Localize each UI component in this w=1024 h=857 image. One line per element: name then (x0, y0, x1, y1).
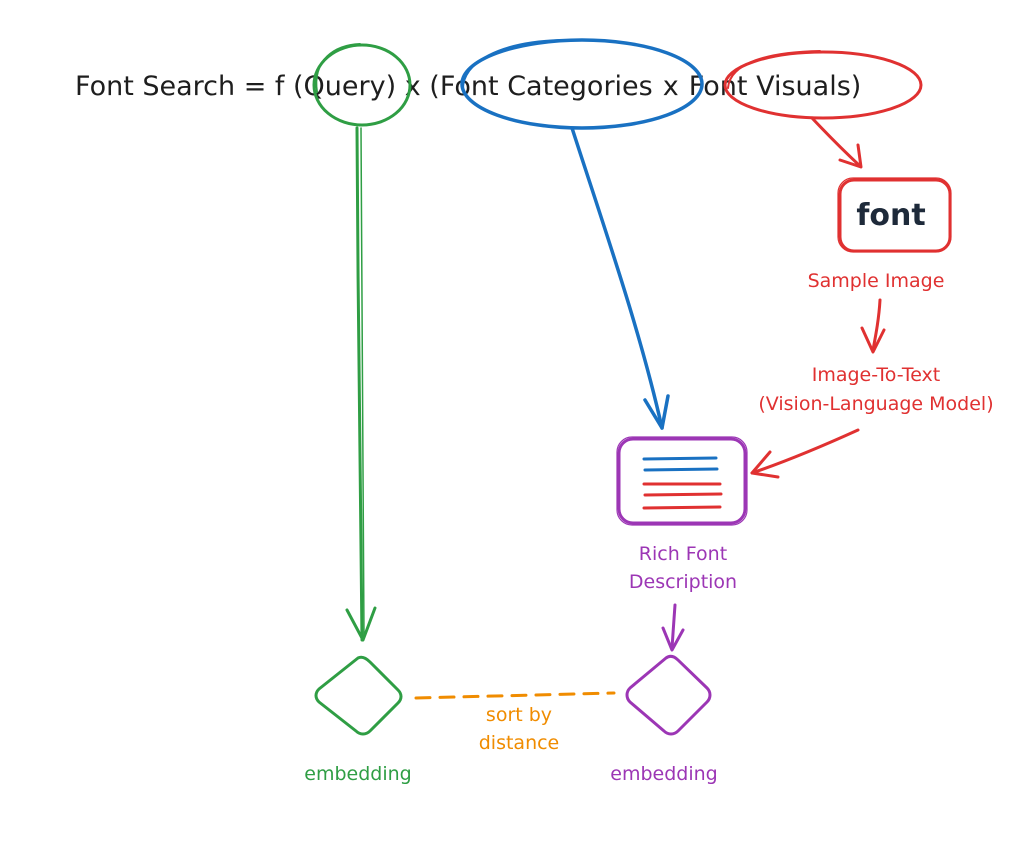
image-to-text-label-line1: Image-To-Text (812, 364, 941, 386)
formula-times-2: x (663, 71, 679, 102)
sort-by-distance-connector (414, 691, 616, 700)
description-line-4 (643, 492, 723, 497)
formula-times-1: ) x ( (386, 71, 440, 102)
rich-description-label-line2: Description (629, 571, 737, 593)
font-sample-text: font (856, 198, 925, 233)
categories-to-description-arrow (570, 126, 670, 430)
formula-prefix: Font Search = f ( (75, 71, 304, 102)
categories-highlight-ellipse-overdraw (461, 39, 561, 91)
formula-close: ) (851, 71, 862, 102)
rich-description-box (616, 436, 748, 526)
formula-categories: Font Categories (440, 71, 653, 102)
description-line-2 (643, 467, 719, 472)
query-to-embedding-arrow (345, 126, 377, 642)
description-line-1 (642, 456, 718, 461)
image-to-text-to-description-arrow (750, 428, 860, 479)
formula-visuals: Font Visuals (689, 71, 851, 102)
query-highlight-ellipse-overdraw (315, 43, 361, 93)
visuals-highlight-ellipse-overdraw (727, 50, 821, 89)
visuals-highlight-ellipse (723, 50, 923, 120)
sort-label-line2: distance (479, 732, 560, 754)
sample-image-box: font (837, 177, 952, 253)
embedding-right-diamond (625, 654, 712, 736)
description-to-embedding-arrow (661, 603, 685, 652)
sample-image-label: Sample Image (808, 270, 945, 292)
rich-description-label-line1: Rich Font (639, 543, 727, 565)
embedding-left-label: embedding (304, 763, 411, 785)
visuals-to-sample-arrow (810, 116, 863, 169)
embedding-left-diamond (314, 655, 403, 736)
embedding-right-label: embedding (610, 763, 717, 785)
formula: Font Search = f (Query) x (Font Categori… (75, 71, 861, 102)
sample-to-image-to-text-arrow (860, 298, 886, 354)
image-to-text-label-line2: (Vision-Language Model) (758, 393, 993, 415)
description-line-5 (642, 505, 722, 510)
query-highlight-ellipse (312, 43, 412, 127)
sort-label-line1: sort by (486, 704, 552, 726)
categories-highlight-ellipse (460, 38, 704, 130)
